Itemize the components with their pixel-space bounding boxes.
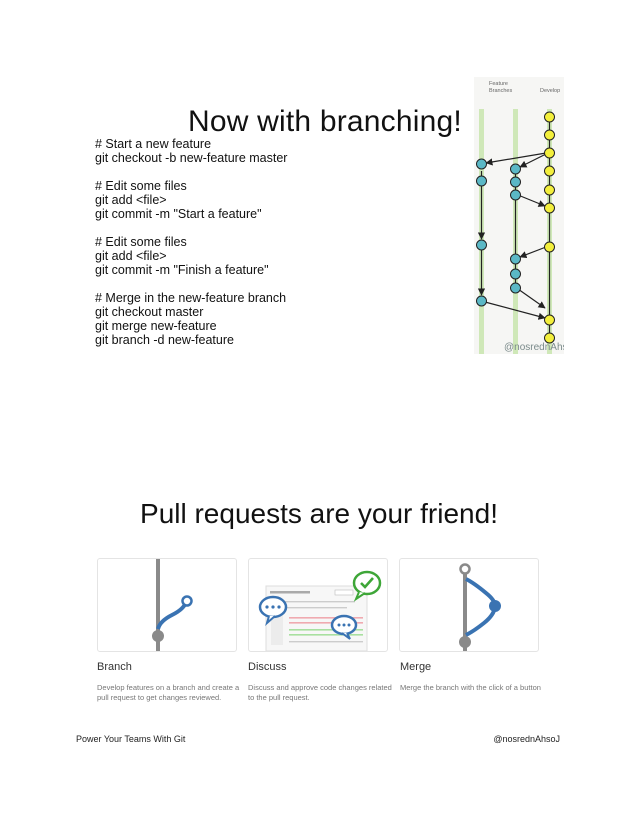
comment-bubble-icon [330,614,358,640]
card-title-merge: Merge [400,661,432,673]
label-branches: Branches [489,88,512,94]
label-feature: Feature [489,81,508,87]
comment-bubble-icon [258,595,288,626]
develop-commit [544,129,555,141]
trunk-start [459,563,471,575]
develop-commit [544,165,555,177]
merge-arrow-2 [484,301,546,320]
branch-line [156,601,188,630]
merge-illustration [459,563,501,651]
code-line [95,221,287,235]
card-desc-merge: Merge the branch with the click of a but… [400,683,541,692]
diff-removed-line [289,622,363,624]
trunk-commit [152,630,164,642]
approve-check-icon [352,570,382,602]
feature-commit [476,175,487,187]
develop-commit [544,111,555,123]
merge-arrow-1 [517,194,546,207]
feature-commit [510,268,521,280]
feature-commit [476,295,487,307]
feature-commit [510,176,521,188]
develop-commit [544,332,555,344]
discuss-illustration [258,570,382,652]
card-title-discuss: Discuss [248,661,287,673]
diff-added-line [289,629,363,631]
card-desc-branch: Develop features on a branch and create … [97,683,240,702]
develop-commit [544,241,555,253]
diff-removed-line [289,617,363,619]
feature-commit [510,163,521,175]
feature-commit [510,282,521,294]
diff-added-line [289,634,363,636]
code-line: git commit -m "Finish a feature" [95,263,269,277]
footer-left: Power Your Teams With Git [76,734,186,744]
code-line: git commit -m "Start a feature" [95,207,262,221]
merge-arrow-3 [517,288,546,309]
feature-commit [510,253,521,265]
pull-requests-title: Pull requests are your friend! [140,498,498,529]
diagram-watermark: @nosrednAhsoJ [504,342,564,353]
code-line: # Start a new feature [95,137,212,151]
git-graph-svg: Feature Branches Develop [476,81,578,354]
feature-commit [476,239,487,251]
develop-commit [544,147,555,159]
develop-commit [544,202,555,214]
git-branching-diagram: Feature Branches Develop [474,77,578,354]
feature-commit [510,189,521,201]
label-develop: Develop [540,88,560,94]
branch-illustration [152,559,193,651]
feature-commit [476,158,487,170]
merge-card-illustration [399,558,539,652]
discuss-card-illustration [248,558,388,652]
develop-nodes [544,111,555,344]
branch-arrow-1 [485,152,547,166]
code-line: git add <file> [95,193,167,207]
panel-line [270,591,310,594]
code-line [95,165,287,179]
develop-commit [544,184,555,196]
feature-nodes [476,158,521,307]
code-line: # Edit some files [95,179,187,193]
card-title-branch: Branch [97,661,132,673]
panel-line [277,607,347,609]
branch-tip [181,595,193,607]
branch-card-illustration [97,558,237,652]
trunk-commit [459,636,471,648]
panel-line [277,601,355,603]
code-line: git branch -d new-feature [95,333,234,347]
branching-title: Now with branching! [188,105,462,138]
code-line: git checkout master [95,305,204,319]
code-line: git checkout -b new-feature master [95,151,288,165]
code-line: git add <file> [95,249,167,263]
panel-button [334,589,354,596]
code-line: git merge new-feature [95,319,217,333]
branch-arrow-3 [519,246,547,259]
branch-commit [489,600,501,612]
develop-commit [544,314,555,326]
branch-arrow-2 [519,153,547,168]
code-line: # Edit some files [95,235,187,249]
card-desc-discuss: Discuss and approve code changes related… [248,683,392,702]
footer-right: @nosrednAhsoJ [493,734,560,744]
code-line [95,277,287,291]
code-block: # Start a new feature git checkout -b ne… [95,137,287,347]
gutter [271,615,283,645]
code-line: # Merge in the new-feature branch [95,291,287,305]
panel-line [289,641,363,643]
